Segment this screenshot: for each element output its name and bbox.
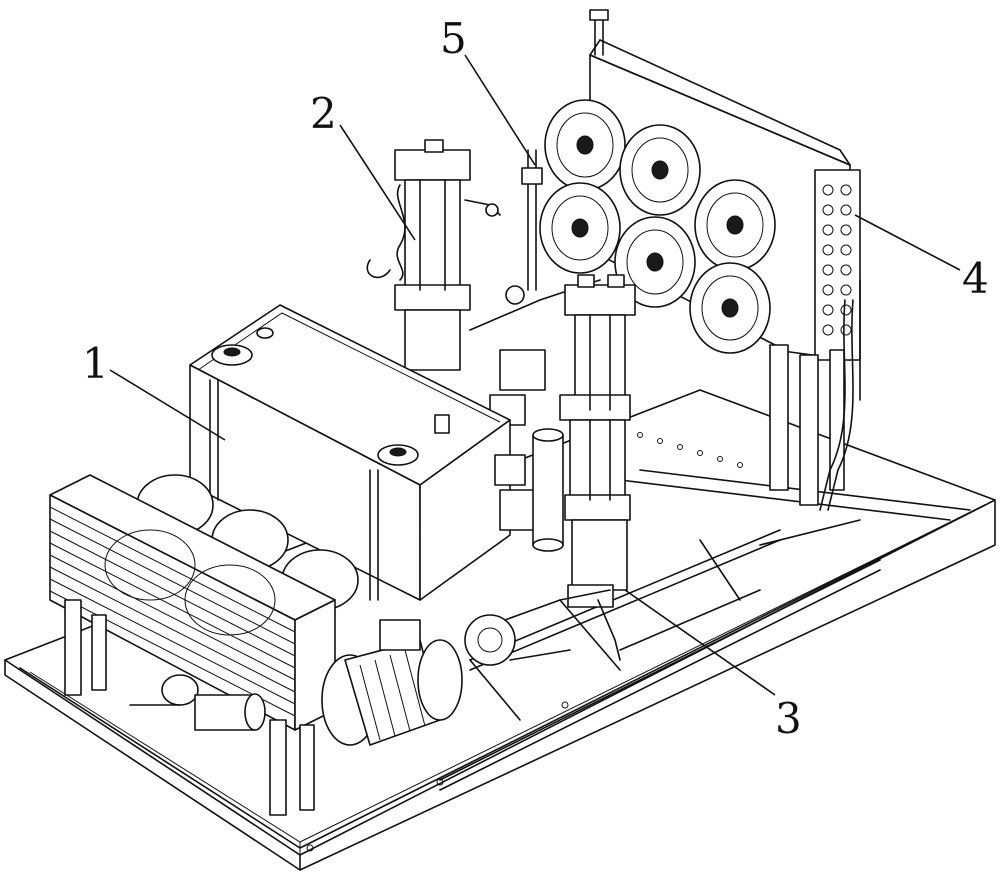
callout-5: 5	[440, 14, 536, 166]
callout-label-2: 2	[310, 89, 337, 138]
right-pipes	[619, 279, 861, 651]
callout-label-4: 4	[962, 254, 989, 303]
cooler-fins	[49, 506, 296, 717]
fan-cooler-4	[539, 9, 861, 506]
small-motor	[129, 674, 266, 731]
rail-holes	[306, 432, 743, 852]
callout-4: 4	[854, 214, 989, 303]
cooling-fans	[539, 99, 776, 354]
callout-2: 2	[310, 89, 416, 241]
callout-3: 3	[624, 589, 802, 743]
coil-fins	[822, 184, 852, 336]
motor-pump	[321, 589, 611, 746]
callout-1: 1	[82, 339, 226, 441]
valve-assembly-5	[469, 149, 601, 426]
oil-tank-1	[189, 304, 536, 601]
filter-column	[532, 428, 564, 552]
front-cooler	[49, 474, 359, 816]
motor-ribs	[359, 649, 426, 741]
cylinder-2	[366, 139, 501, 371]
cylinder-3	[559, 274, 636, 661]
callout-label-5: 5	[440, 14, 467, 63]
callout-label-1: 1	[82, 339, 109, 388]
callout-label-3: 3	[775, 694, 802, 743]
